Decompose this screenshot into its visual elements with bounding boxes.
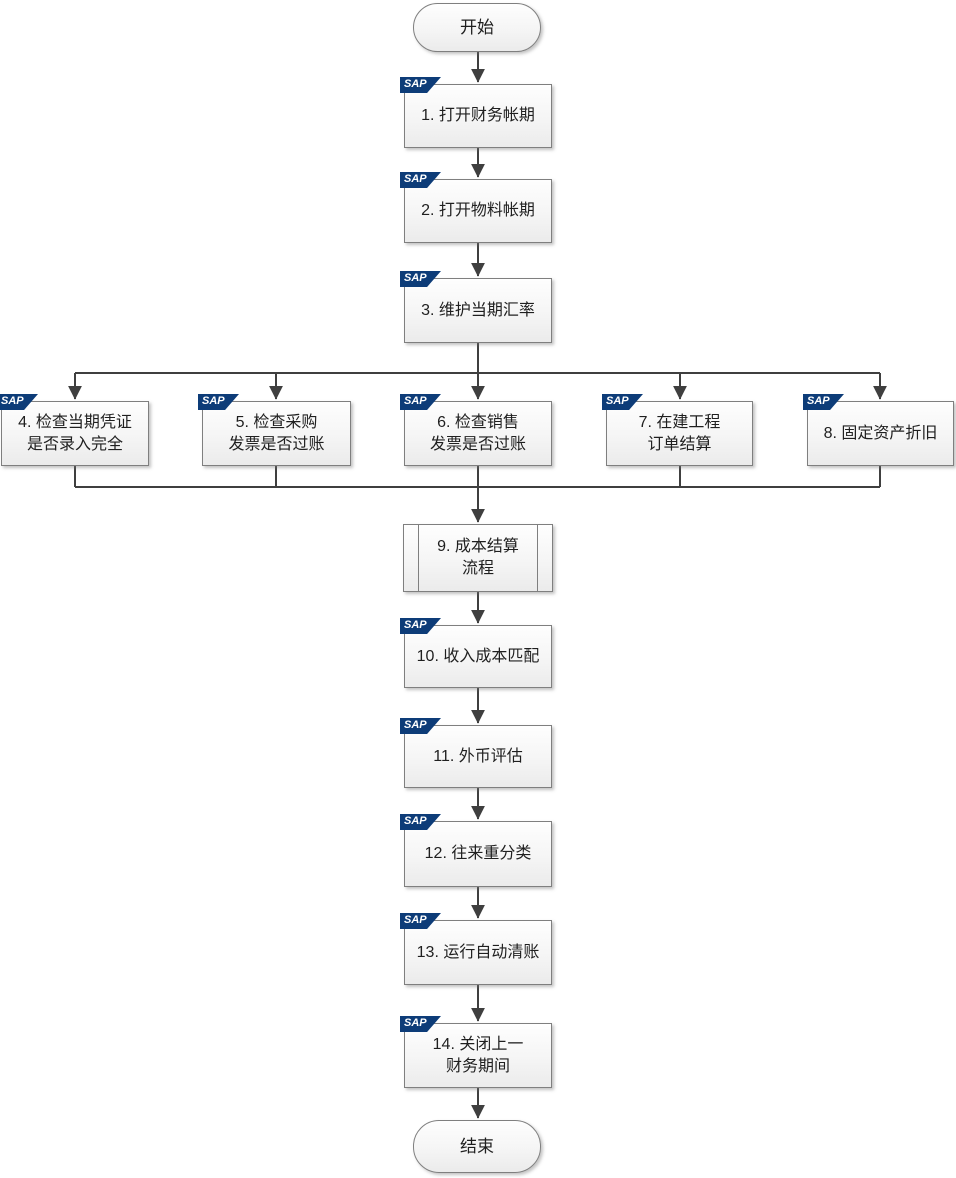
sap-logo-icon: SAP xyxy=(400,618,441,634)
step-13-label: 13. 运行自动清账 xyxy=(416,943,540,961)
sap-logo-icon: SAP xyxy=(400,1016,441,1032)
step-13-node: SAP 13. 运行自动清账 xyxy=(400,913,552,985)
step-8-node: SAP 8. 固定资产折旧 xyxy=(803,394,954,466)
start-node: 开始 xyxy=(413,3,541,52)
end-label: 结束 xyxy=(460,1136,494,1156)
step-11-label: 11. 外币评估 xyxy=(433,747,523,765)
step-9-subprocess-node: 9. 成本结算 流程 xyxy=(403,524,553,592)
sap-logo-icon: SAP xyxy=(400,77,441,93)
end-node: 结束 xyxy=(413,1120,541,1173)
step-11-node: SAP 11. 外币评估 xyxy=(400,718,552,788)
subprocess-right-bar xyxy=(537,525,538,591)
step-14-label: 14. 关闭上一 财务期间 xyxy=(432,1035,524,1075)
step-2-label: 2. 打开物料帐期 xyxy=(421,202,535,219)
step-6-label: 6. 检查销售 发票是否过账 xyxy=(429,413,526,453)
sap-logo-icon: SAP xyxy=(400,718,441,734)
step-12-label: 12. 往来重分类 xyxy=(424,845,532,862)
sap-logo-icon: SAP xyxy=(803,394,844,410)
step-10-node: SAP 10. 收入成本匹配 xyxy=(400,618,552,688)
step-12-node: SAP 12. 往来重分类 xyxy=(400,814,552,887)
step-3-node: SAP 3. 维护当期汇率 xyxy=(400,271,552,343)
step-5-node: SAP 5. 检查采购 发票是否过账 xyxy=(198,394,351,466)
step-1-node: SAP 1. 打开财务帐期 xyxy=(400,77,552,148)
sap-logo-icon: SAP xyxy=(400,172,441,188)
sap-logo-icon: SAP xyxy=(400,913,441,929)
sap-logo-icon: SAP xyxy=(400,394,441,410)
step-14-node: SAP 14. 关闭上一 财务期间 xyxy=(400,1016,552,1088)
sap-logo-icon: SAP xyxy=(198,394,239,410)
step-10-label: 10. 收入成本匹配 xyxy=(416,647,540,665)
step-4-node: SAP 4. 检查当期凭证 是否录入完全 xyxy=(0,394,149,466)
step-1-label: 1. 打开财务帐期 xyxy=(421,107,535,124)
step-9-label: 9. 成本结算 流程 xyxy=(437,538,519,577)
sap-logo-icon: SAP xyxy=(602,394,643,410)
step-2-node: SAP 2. 打开物料帐期 xyxy=(400,172,552,243)
step-6-node: SAP 6. 检查销售 发票是否过账 xyxy=(400,394,552,466)
step-3-label: 3. 维护当期汇率 xyxy=(421,301,535,319)
step-8-label: 8. 固定资产折旧 xyxy=(823,424,938,442)
step-4-label: 4. 检查当期凭证 是否录入完全 xyxy=(18,413,132,453)
start-label: 开始 xyxy=(460,17,494,37)
sap-logo-icon: SAP xyxy=(400,814,441,830)
sap-logo-icon: SAP xyxy=(0,394,38,410)
sap-logo-icon: SAP xyxy=(400,271,441,287)
subprocess-left-bar xyxy=(418,525,419,591)
step-5-label: 5. 检查采购 发票是否过账 xyxy=(228,413,325,453)
step-7-node: SAP 7. 在建工程 订单结算 xyxy=(602,394,753,466)
step-7-label: 7. 在建工程 订单结算 xyxy=(638,413,721,453)
